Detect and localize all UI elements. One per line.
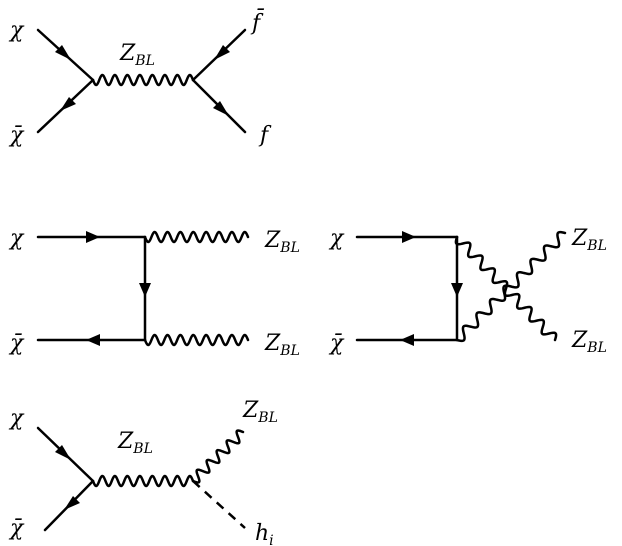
boson-bottom-main: Z	[571, 328, 588, 353]
higgs-label: hi	[255, 521, 274, 546]
boson-bottom-label: ZBL	[571, 328, 607, 356]
higgs-main: h	[255, 521, 269, 546]
boson-label-sub: BL	[134, 53, 155, 69]
chi-arrow	[402, 231, 416, 243]
boson-out-main: Z	[242, 398, 259, 423]
chi-arrow	[55, 445, 71, 460]
boson-out-label: ZBL	[242, 398, 278, 426]
chibar-label: χ̄	[8, 331, 25, 356]
boson-main: Z	[117, 429, 134, 454]
chibar-arrow	[64, 496, 80, 510]
chi-label: χ	[328, 226, 345, 251]
chibar-arrow	[86, 334, 100, 346]
boson-top-label: ZBL	[571, 226, 607, 254]
z-bl-crossed-2	[455, 230, 567, 343]
f-label: f	[258, 123, 272, 148]
chi-arrow	[86, 231, 100, 243]
boson-top-label: ZBL	[264, 228, 300, 256]
z-bl-propagator	[91, 474, 195, 488]
z-bl-out-top	[143, 230, 250, 244]
boson-bottom-sub: BL	[279, 343, 300, 359]
boson-bottom-label: ZBL	[264, 331, 300, 359]
chibar-label: χ̄	[8, 516, 25, 541]
diagram-u-channel: χ χ̄ ZBL ZBL	[328, 226, 607, 356]
boson-out-sub: BL	[257, 410, 278, 426]
diagram-t-channel: χ χ̄ ZBL ZBL	[8, 226, 300, 359]
chi-label: χ	[8, 406, 25, 431]
higgs-sub: i	[269, 533, 273, 546]
boson-top-main: Z	[264, 228, 281, 253]
chi-label: χ	[8, 226, 25, 251]
boson-top-main: Z	[571, 226, 588, 251]
boson-sub: BL	[132, 441, 153, 457]
fbar-label: f̄	[250, 8, 265, 36]
boson-label: ZBL	[119, 41, 155, 69]
fbar-arrow	[214, 45, 230, 60]
propagator-arrow	[139, 283, 151, 297]
boson-bottom-sub: BL	[586, 340, 607, 356]
boson-top-sub: BL	[586, 238, 607, 254]
boson-bottom-main: Z	[264, 331, 281, 356]
boson-top-sub: BL	[279, 240, 300, 256]
z-bl-out-bottom	[143, 333, 250, 347]
chi-label: χ	[8, 18, 25, 43]
chibar-arrow	[400, 334, 414, 346]
z-bl-out	[191, 429, 245, 484]
z-bl-propagator	[91, 73, 195, 87]
higgs-line	[192, 480, 246, 529]
diagram-zh-channel: χ χ̄ ZBL ZBL hi	[8, 398, 278, 546]
chibar-label: χ̄	[8, 123, 25, 148]
boson-label: ZBL	[117, 429, 153, 457]
f-arrow	[213, 101, 229, 116]
z-bl-crossed-1	[454, 235, 558, 342]
diagram-s-channel: χ χ̄ f̄ f ZBL	[8, 8, 272, 148]
chi-arrow	[55, 45, 71, 60]
boson-label-main: Z	[119, 41, 136, 66]
chibar-arrow	[60, 97, 76, 111]
propagator-arrow	[451, 283, 463, 297]
chibar-label: χ̄	[328, 331, 345, 356]
